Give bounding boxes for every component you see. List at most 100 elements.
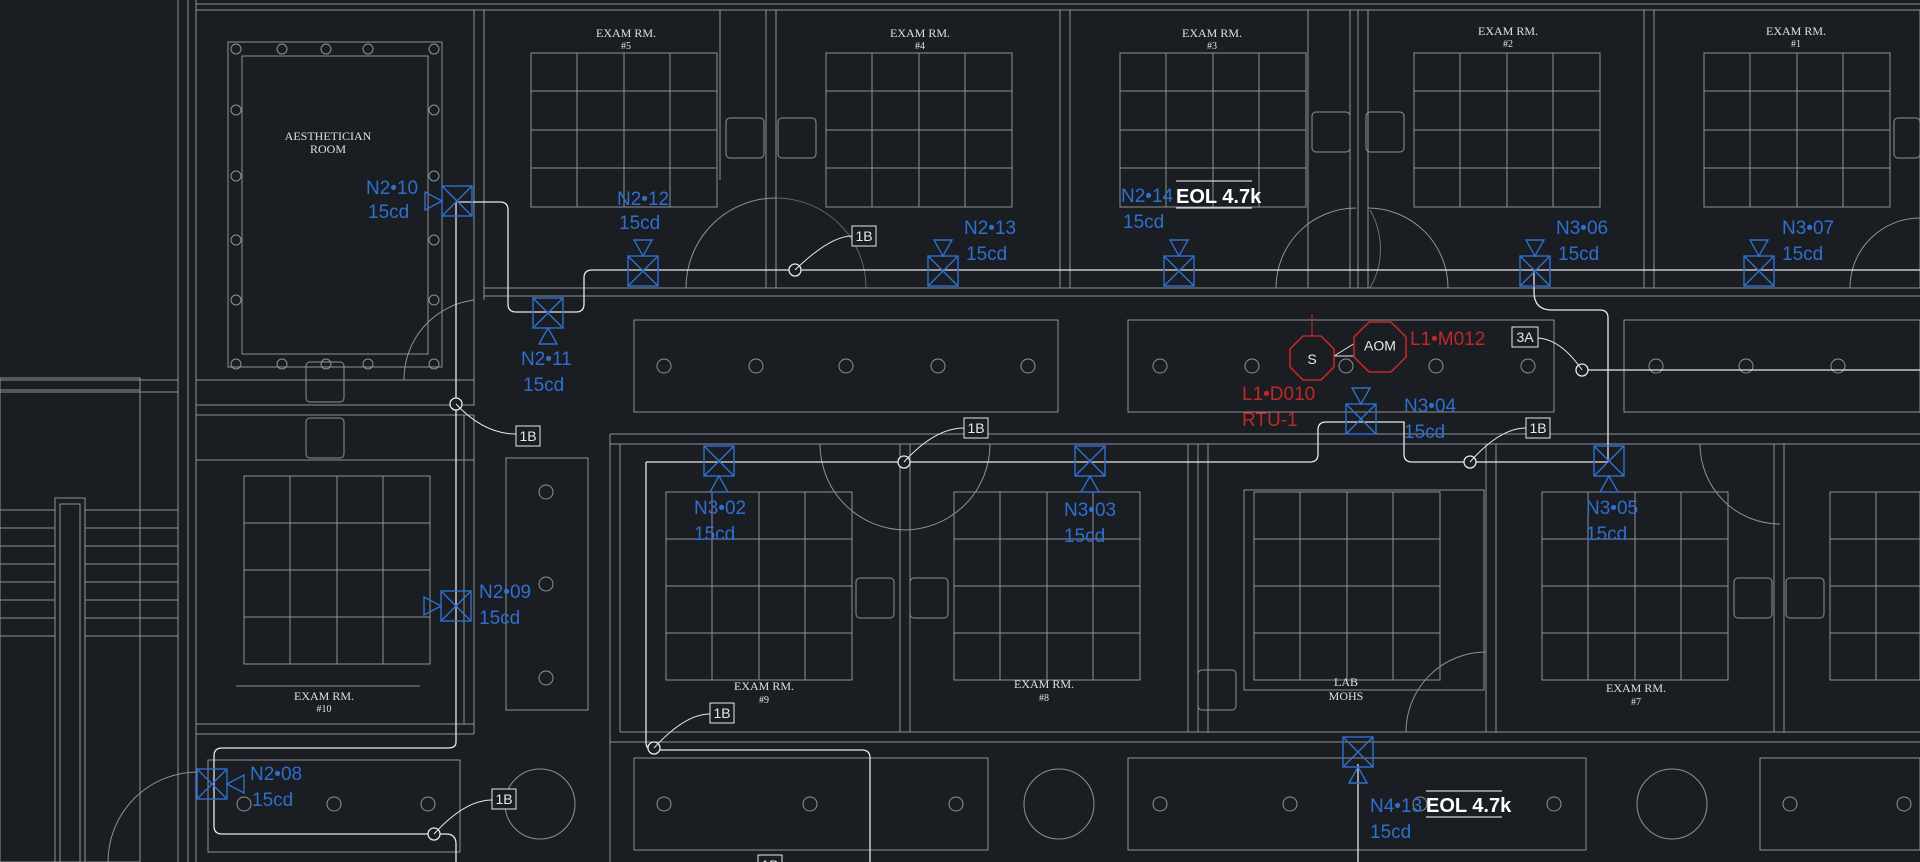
duct-detector-address: L1•D010 [1242, 384, 1315, 405]
room-name: EXAM RM. [734, 679, 794, 693]
duct-detector-unit: RTU-1 [1242, 410, 1298, 431]
circuit-tag-text: 1B [761, 857, 778, 862]
room-name: EXAM RM. [1014, 677, 1074, 691]
strobe-icon [703, 445, 735, 493]
module-address: L1•M012 [1410, 329, 1485, 350]
device-id: N3•07 [1782, 218, 1834, 239]
circuit-tag-text: 1B [967, 420, 984, 436]
strobe-icon [927, 239, 959, 287]
duct-smoke-detector-icon [1289, 335, 1335, 381]
tag-leaders [433, 235, 1583, 835]
room-number: #4 [915, 41, 925, 52]
wiring-layer [213, 201, 1920, 862]
room-name: AESTHETICIAN [285, 129, 372, 143]
circuit-tag-text: 3A [1516, 329, 1534, 345]
strobe-icon [424, 185, 473, 217]
strobe-icon [423, 590, 472, 622]
circuit-tag: 1B [491, 788, 517, 810]
device-candela: 15cd [1558, 244, 1599, 265]
circuit-tag-text: 1B [855, 228, 872, 244]
alarm-devices: S AOM L1•M012 L1•D010 RTU-1 [1242, 314, 1485, 431]
device-id: N2•11 [521, 349, 572, 370]
device-id: N2•09 [479, 582, 531, 603]
device-id: N2•14 [1121, 186, 1174, 207]
strobe-icon [1743, 239, 1775, 287]
strobe-icon [1593, 445, 1625, 493]
circuit-tag: 1B [851, 225, 877, 247]
room-name: LAB [1334, 675, 1358, 689]
room-name: EXAM RM. [294, 689, 354, 703]
device-candela: 15cd [1123, 212, 1164, 233]
device-candela: 15cd [966, 244, 1007, 265]
room-name: EXAM RM. [890, 26, 950, 40]
eol-resistor-label: EOL 4.7k [1426, 795, 1512, 817]
room-number: #10 [317, 704, 332, 715]
strobe-icon [1519, 239, 1551, 287]
device-id: N2•08 [250, 764, 302, 785]
module-type: AOM [1364, 338, 1396, 354]
room-name: EXAM RM. [596, 26, 656, 40]
circuit-tag: 1B [757, 854, 783, 862]
device-candela: 15cd [252, 790, 293, 811]
strobe-icon [532, 297, 564, 345]
device-id: N2•13 [964, 218, 1016, 239]
device-id: N3•05 [1586, 498, 1638, 519]
room-number: #3 [1207, 41, 1217, 52]
addressable-module-icon [1353, 321, 1407, 373]
room-name: ROOM [310, 142, 346, 156]
room-labels: AESTHETICIAN ROOM EXAM RM. #5 EXAM RM. #… [285, 24, 1826, 715]
circuit-tag: 1B [709, 702, 735, 724]
device-id: N3•04 [1404, 396, 1457, 417]
device-candela: 15cd [1404, 422, 1445, 443]
strobe-icon [627, 239, 659, 287]
circuit-tag: 1B [515, 425, 541, 447]
eol-resistor-label: EOL 4.7k [1176, 186, 1262, 208]
circuit-tag: 1B [963, 417, 989, 439]
casework-grid [243, 52, 1920, 681]
room-number: #8 [1039, 693, 1049, 704]
device-candela: 15cd [479, 608, 520, 629]
circuit-tag-text: 1B [519, 428, 536, 444]
room-number: #5 [621, 41, 631, 52]
device-id: N2•10 [366, 178, 418, 199]
light-fixtures [236, 358, 1912, 812]
room-number: #7 [1631, 697, 1641, 708]
room-name: EXAM RM. [1766, 24, 1826, 38]
room-name: EXAM RM. [1478, 24, 1538, 38]
smoke-detector-letter: S [1307, 351, 1316, 367]
device-id: N3•03 [1064, 500, 1116, 521]
device-candela: 15cd [1586, 524, 1627, 545]
room-number: #9 [759, 695, 769, 706]
device-id: N2•12 [617, 189, 669, 210]
device-candela: 15cd [368, 202, 409, 223]
room-name: EXAM RM. [1182, 26, 1242, 40]
device-candela: 15cd [523, 375, 564, 396]
circuit-tags: 1B 1B 1B 1B 1B 1B 3A 1B [491, 225, 1551, 862]
device-candela: 15cd [619, 213, 660, 234]
circuit-tag: 1B [1525, 417, 1551, 439]
device-id: N3•02 [694, 498, 746, 519]
strobe-icon [1163, 239, 1195, 287]
strobe-icon [1074, 445, 1106, 493]
strobe-icon [196, 768, 245, 800]
aesthetician-fixtures [230, 43, 440, 370]
device-candela: 15cd [1064, 526, 1105, 547]
strobe-icon [1345, 387, 1377, 435]
circuit-tag: 3A [1511, 326, 1539, 348]
device-candela: 15cd [694, 524, 735, 545]
circuit-tag-text: 1B [495, 791, 512, 807]
eol-labels: EOL 4.7k EOL 4.7k [1176, 180, 1512, 818]
notification-devices [196, 185, 1775, 800]
device-candela: 15cd [1370, 822, 1411, 843]
circuit-tag-text: 1B [1529, 420, 1546, 436]
room-number: #1 [1791, 39, 1801, 50]
room-name: MOHS [1329, 689, 1364, 703]
room-name: EXAM RM. [1606, 681, 1666, 695]
device-candela: 15cd [1782, 244, 1823, 265]
device-id: N4•13 [1370, 796, 1422, 817]
circuit-tag-text: 1B [713, 705, 730, 721]
device-labels: N2•10 15cd N2•12 15cd N2•13 15cd N2•14 1… [250, 178, 1834, 843]
device-id: N3•06 [1556, 218, 1608, 239]
strobe-icon [1342, 736, 1374, 784]
